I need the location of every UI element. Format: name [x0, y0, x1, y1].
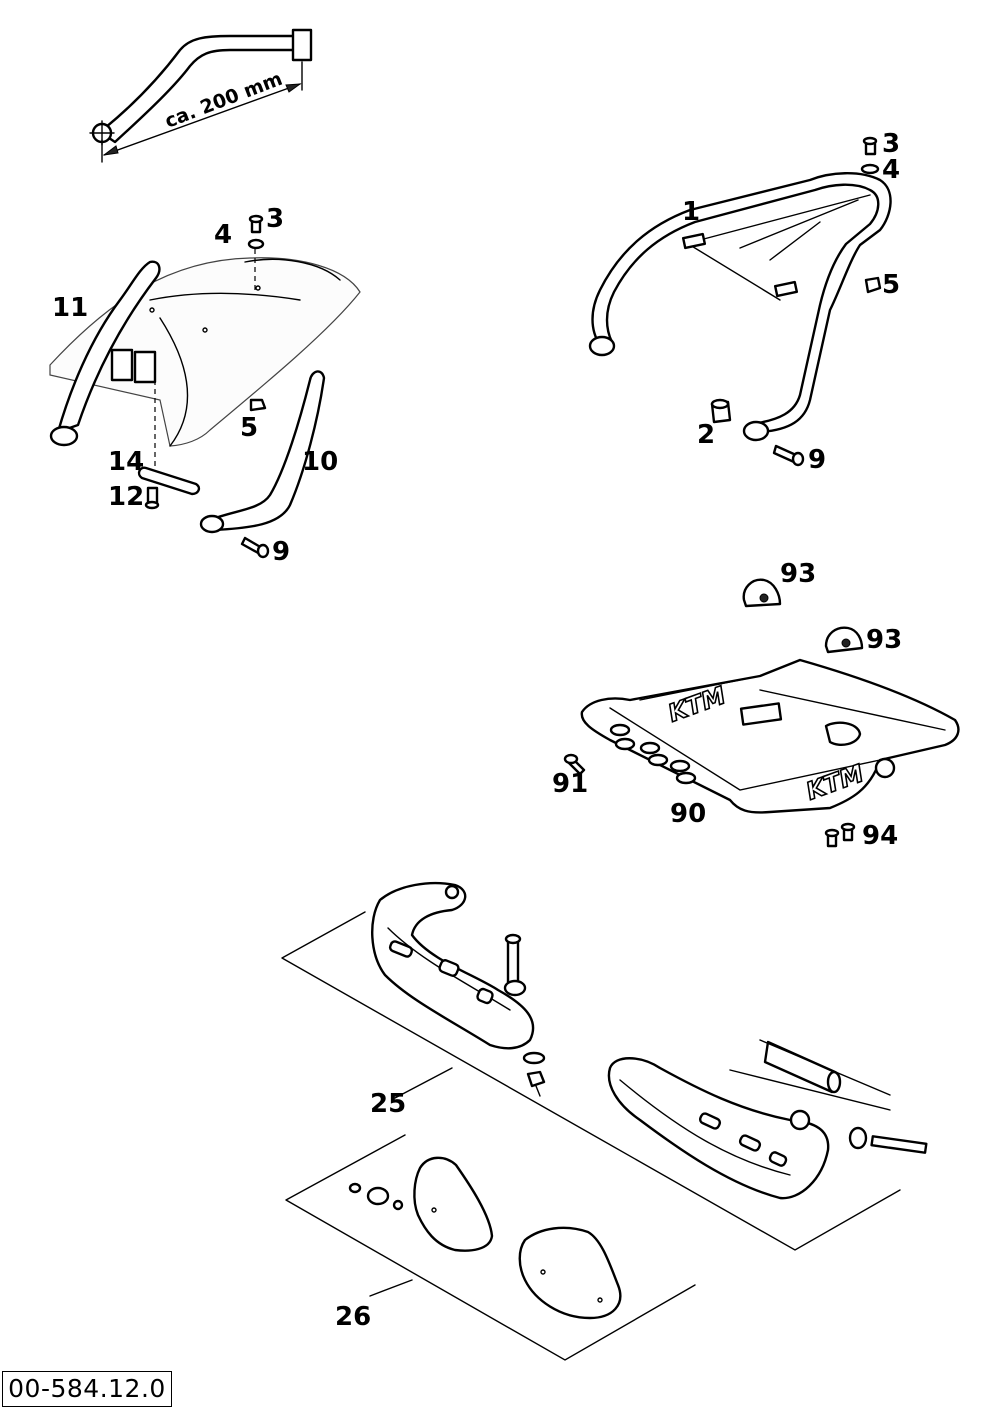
- callout-10: 10: [302, 447, 338, 477]
- callout-9-fender: 9: [272, 537, 290, 567]
- kit-outline-26: [285, 1134, 696, 1361]
- callout-labels: 1 2 3 4 5 9 3 4 5 11 10 14 12 9 93 93 91…: [52, 129, 902, 1332]
- spoiler-left: [413, 1156, 494, 1252]
- callout-5-rack: 5: [882, 270, 900, 300]
- rear-carrier-rack: [588, 136, 892, 467]
- callout-1: 1: [682, 197, 700, 227]
- callout-12: 12: [108, 482, 144, 512]
- skid-plate: [580, 658, 960, 814]
- side-handle-left: [56, 260, 161, 434]
- spoiler-kit: [285, 1134, 696, 1361]
- callout-25: 25: [370, 1089, 406, 1119]
- callout-94: 94: [862, 821, 898, 851]
- skid-plate-assembly: KTM KTM: [563, 578, 960, 848]
- hand-guard-left: [371, 881, 535, 1050]
- document-reference-number: 00-584.12.0: [2, 1371, 172, 1407]
- rear-fender-assembly: [49, 214, 361, 559]
- callout-4-rack: 4: [882, 155, 900, 185]
- callout-14: 14: [108, 447, 144, 477]
- callout-93-upper: 93: [780, 559, 816, 589]
- kit-outline-25: [281, 911, 901, 1251]
- callout-91: 91: [552, 769, 588, 799]
- callout-5-fender: 5: [240, 413, 258, 443]
- hand-guard-kit: [281, 881, 928, 1251]
- vent-holes: [609, 723, 896, 785]
- callout-26: 26: [335, 1302, 371, 1332]
- callout-3-fender: 3: [266, 204, 284, 234]
- callout-11: 11: [52, 293, 88, 323]
- mounting-plate: [137, 466, 201, 496]
- callout-90: 90: [670, 799, 706, 829]
- callout-4-fender: 4: [214, 220, 232, 250]
- callout-93-lower: 93: [866, 625, 902, 655]
- callout-9-rack: 9: [808, 445, 826, 475]
- spoiler-right: [518, 1226, 622, 1320]
- grab-handle-dimension-sketch: ca. 200 mm: [89, 28, 313, 163]
- side-handle-right: [208, 370, 326, 532]
- callout-2: 2: [697, 420, 715, 450]
- skid-mount-upper: [742, 578, 782, 608]
- callout-3-rack: 3: [882, 129, 900, 159]
